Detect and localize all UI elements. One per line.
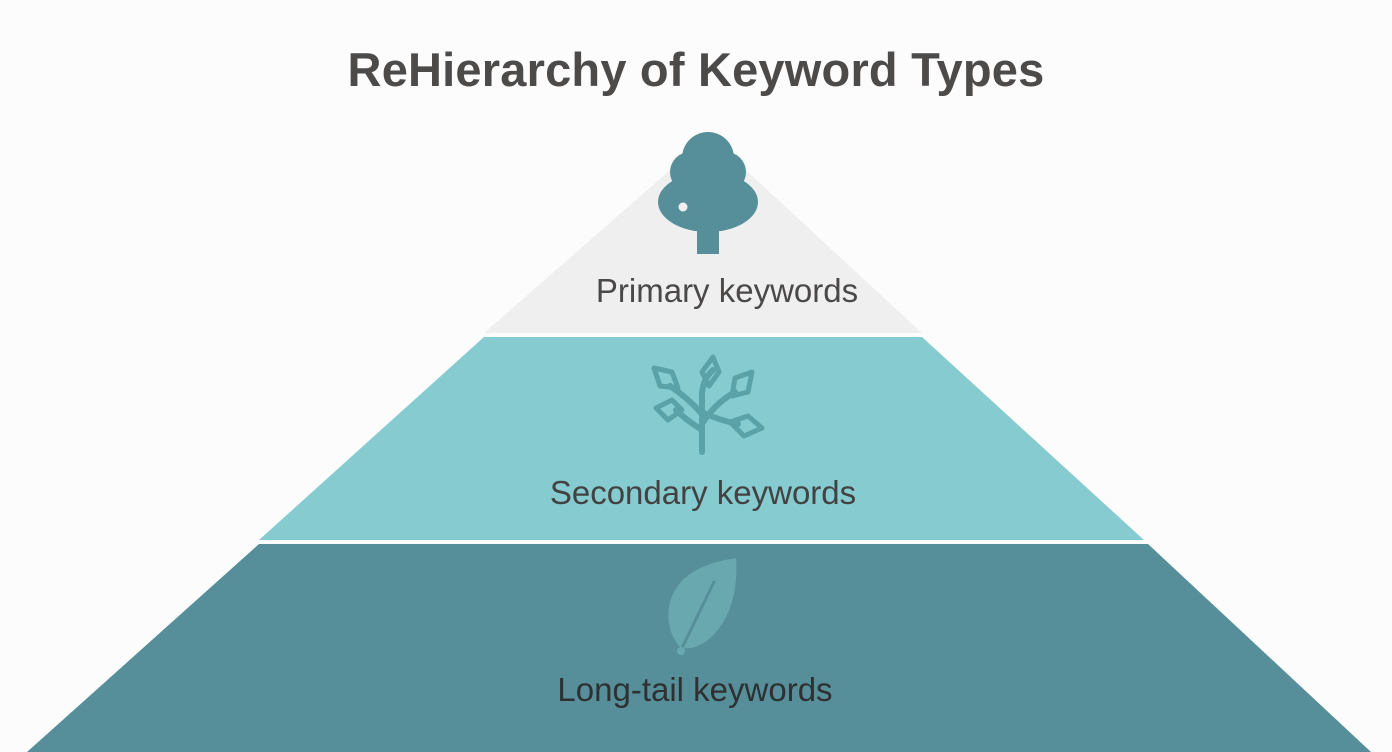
branch-icon	[651, 354, 765, 455]
tree-icon	[658, 132, 758, 254]
tier-longtail-shape	[27, 544, 1371, 752]
leaf-icon	[668, 558, 737, 655]
tier-longtail-label: Long-tail keywords	[557, 671, 832, 708]
tier-primary: Primary keywords	[484, 132, 922, 333]
tier-primary-label: Primary keywords	[596, 272, 858, 309]
diagram-title: ReHierarchy of Keyword Types	[347, 43, 1045, 96]
tier-secondary-label: Secondary keywords	[550, 474, 856, 511]
tier-longtail: Long-tail keywords	[27, 544, 1371, 752]
tier-secondary: Secondary keywords	[259, 337, 1144, 540]
